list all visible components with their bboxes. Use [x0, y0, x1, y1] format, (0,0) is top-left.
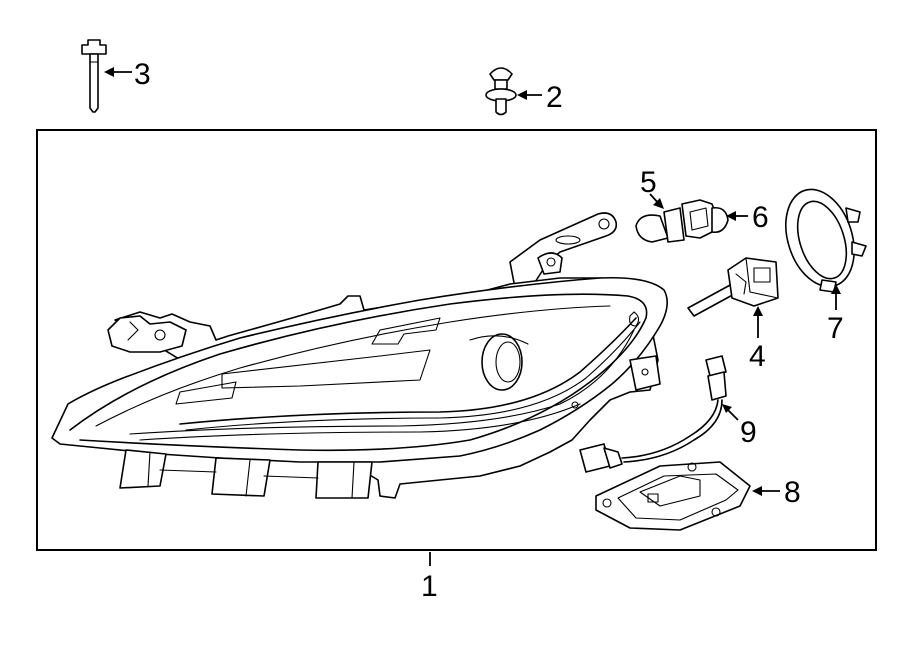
callout-4: 4 [749, 340, 766, 373]
callout-6: 6 [752, 201, 769, 234]
callout-5: 5 [640, 166, 657, 199]
hid-bulb-drawing[interactable] [687, 257, 779, 317]
headlamp-assembly-drawing[interactable] [51, 212, 668, 499]
callout-3: 3 [134, 58, 151, 91]
callout-2: 2 [546, 81, 563, 114]
retainer-cap-drawing[interactable] [774, 181, 867, 296]
callout-9: 9 [740, 416, 757, 449]
wiring-harness-drawing[interactable] [579, 355, 727, 473]
callout-8: 8 [784, 476, 801, 509]
mounting-bolt-drawing[interactable] [81, 39, 107, 113]
callout-7: 7 [827, 312, 844, 345]
callout-1: 1 [421, 570, 438, 603]
bulb-socket-drawing[interactable] [681, 199, 729, 239]
ballast-module-drawing[interactable] [595, 461, 751, 531]
assembly-frame [36, 129, 877, 551]
turn-signal-bulb-drawing[interactable] [635, 207, 685, 243]
push-pin-drawing[interactable] [485, 67, 517, 116]
